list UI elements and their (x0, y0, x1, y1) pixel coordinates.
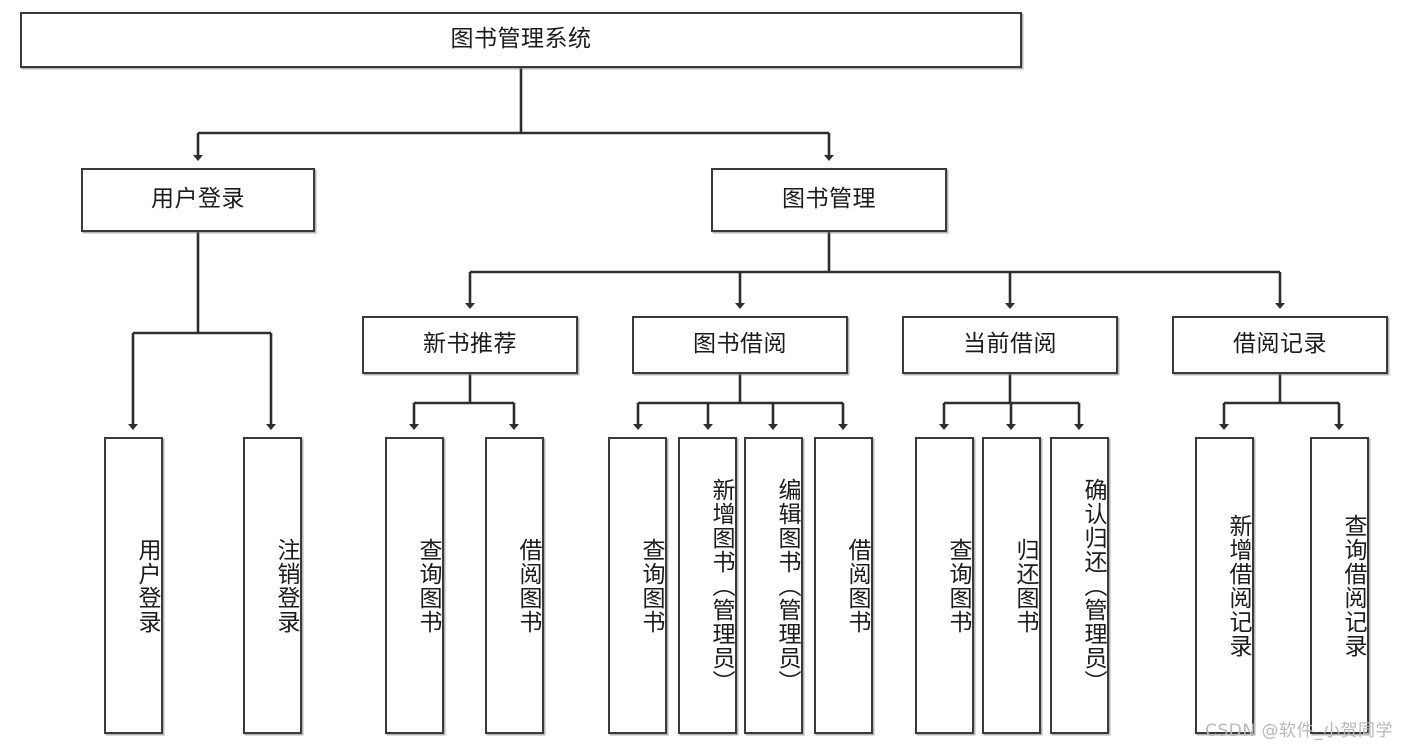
leaf-recommend-borrow-book[interactable]: 借阅图书 (485, 437, 544, 734)
node-label: 查询借阅记录 (1340, 513, 1366, 658)
node-user-login[interactable]: 用户登录 (81, 168, 315, 232)
node-label: 查询图书 (415, 537, 441, 634)
leaf-current-query-book[interactable]: 查询图书 (915, 437, 974, 734)
node-label: 图书管理 (782, 186, 876, 213)
leaf-current-confirm-return-admin[interactable]: 确认归还（管理员） (1050, 437, 1109, 734)
node-book-management[interactable]: 图书管理 (711, 168, 947, 232)
node-label: 当前借阅 (963, 331, 1057, 358)
node-label: 查询图书 (638, 537, 664, 634)
node-current-borrow[interactable]: 当前借阅 (902, 316, 1118, 374)
node-root-system[interactable]: 图书管理系统 (20, 12, 1022, 68)
node-label: 图书管理系统 (450, 26, 592, 53)
node-label: 新书推荐 (423, 331, 517, 358)
node-label: 图书借阅 (693, 331, 787, 358)
leaf-borrow-borrow-book[interactable]: 借阅图书 (814, 437, 873, 734)
watermark: CSDN @软件_小贺同学 (1205, 721, 1393, 741)
leaf-record-query-record[interactable]: 查询借阅记录 (1310, 437, 1369, 734)
node-label: 编辑图书（管理员） (774, 477, 800, 694)
node-label: 新增图书（管理员） (708, 477, 734, 694)
node-borrow-record[interactable]: 借阅记录 (1172, 316, 1388, 374)
node-label: 确认归还（管理员） (1080, 477, 1106, 694)
node-book-borrow[interactable]: 图书借阅 (632, 316, 848, 374)
node-label: 注销登录 (273, 537, 299, 634)
leaf-user-login-logout[interactable]: 注销登录 (243, 437, 302, 734)
leaf-recommend-query-book[interactable]: 查询图书 (385, 437, 444, 734)
node-label: 归还图书 (1012, 537, 1038, 634)
leaf-record-add-record[interactable]: 新增借阅记录 (1195, 437, 1254, 734)
leaf-current-return-book[interactable]: 归还图书 (982, 437, 1041, 734)
leaf-borrow-add-book-admin[interactable]: 新增图书（管理员） (678, 437, 737, 734)
node-label: 新增借阅记录 (1225, 513, 1251, 658)
leaf-user-login-login[interactable]: 用户登录 (104, 437, 163, 734)
node-label: 借阅图书 (515, 537, 541, 634)
node-label: 查询图书 (945, 537, 971, 634)
node-label: 借阅记录 (1233, 331, 1327, 358)
node-label: 用户登录 (151, 186, 245, 213)
leaf-borrow-query-book[interactable]: 查询图书 (608, 437, 667, 734)
node-label: 借阅图书 (844, 537, 870, 634)
node-label: 用户登录 (134, 537, 160, 634)
node-new-book-recommend[interactable]: 新书推荐 (362, 316, 578, 374)
leaf-borrow-edit-book-admin[interactable]: 编辑图书（管理员） (744, 437, 803, 734)
